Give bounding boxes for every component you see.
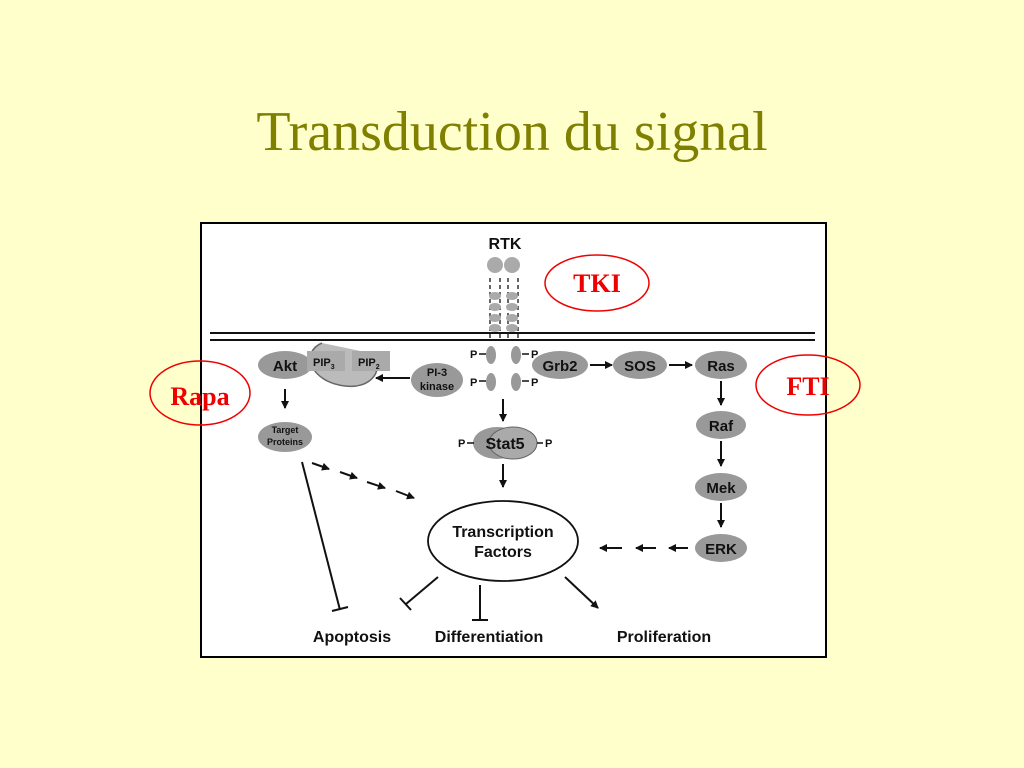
raf-node	[696, 411, 746, 439]
rtk-label: RTK	[489, 236, 522, 253]
ras-node	[695, 351, 747, 379]
differentiation-label: Differentiation	[435, 629, 543, 646]
inhibition-bar	[331, 606, 349, 612]
tf-to-proliferation-arrow	[564, 576, 599, 609]
pip3-box	[307, 351, 345, 371]
tf-inhibits-apoptosis-line	[405, 576, 439, 605]
slide-title: Transduction du signal	[256, 101, 768, 163]
target-proteins-node	[258, 422, 312, 452]
raf-label: Raf	[709, 418, 734, 435]
tki-circle	[544, 254, 650, 312]
tf-label-line1: Transcription	[452, 524, 553, 541]
target-inhibits-apoptosis-line	[301, 461, 341, 611]
fti-label: FTI	[786, 372, 829, 401]
dashed-arrow-segment	[339, 471, 358, 480]
pi3-kinase-label-line1: PI-3	[427, 367, 447, 379]
grb2-label: Grb2	[542, 358, 577, 375]
rapa-label: Rapa	[170, 382, 229, 411]
dashed-arrow-segment	[366, 481, 386, 490]
mek-node	[695, 473, 747, 501]
sos-node	[613, 351, 667, 379]
grb2-node	[532, 351, 588, 379]
akt-label: Akt	[273, 358, 297, 375]
rapa-circle	[149, 360, 251, 426]
phospho-label: P	[531, 349, 538, 361]
pi3-kinase-label-line2: kinase	[420, 381, 454, 393]
sos-label: SOS	[624, 358, 656, 375]
mek-label: Mek	[706, 480, 736, 497]
transcription-factors-node	[427, 500, 579, 582]
phospho-label: P	[531, 377, 538, 389]
pip2-label: PIP2	[358, 357, 380, 371]
erk-label: ERK	[705, 541, 737, 558]
tf-label-line2: Factors	[474, 544, 532, 561]
target-proteins-label-line1: Target	[272, 425, 299, 435]
tki-label: TKI	[573, 269, 621, 298]
inhibition-bar	[399, 597, 412, 611]
target-proteins-label-line2: Proteins	[267, 437, 303, 447]
pip3-label: PIP3	[313, 357, 335, 371]
dashed-arrow-segment	[395, 490, 415, 500]
phospho-label: P	[470, 349, 477, 361]
dashed-arrow-segment	[311, 462, 330, 471]
phospho-label: P	[458, 438, 465, 450]
proliferation-label: Proliferation	[617, 629, 711, 646]
phospho-label: P	[545, 438, 552, 450]
akt-node	[258, 351, 312, 379]
stat5-label: Stat5	[485, 436, 524, 453]
ras-label: Ras	[707, 358, 735, 375]
phospho-label: P	[470, 377, 477, 389]
rtk-receptor	[486, 257, 521, 391]
apoptosis-label: Apoptosis	[313, 629, 391, 646]
pi3-kinase-node	[411, 363, 463, 397]
pip2-box	[352, 351, 390, 371]
fti-circle	[755, 354, 861, 416]
erk-node	[695, 534, 747, 562]
